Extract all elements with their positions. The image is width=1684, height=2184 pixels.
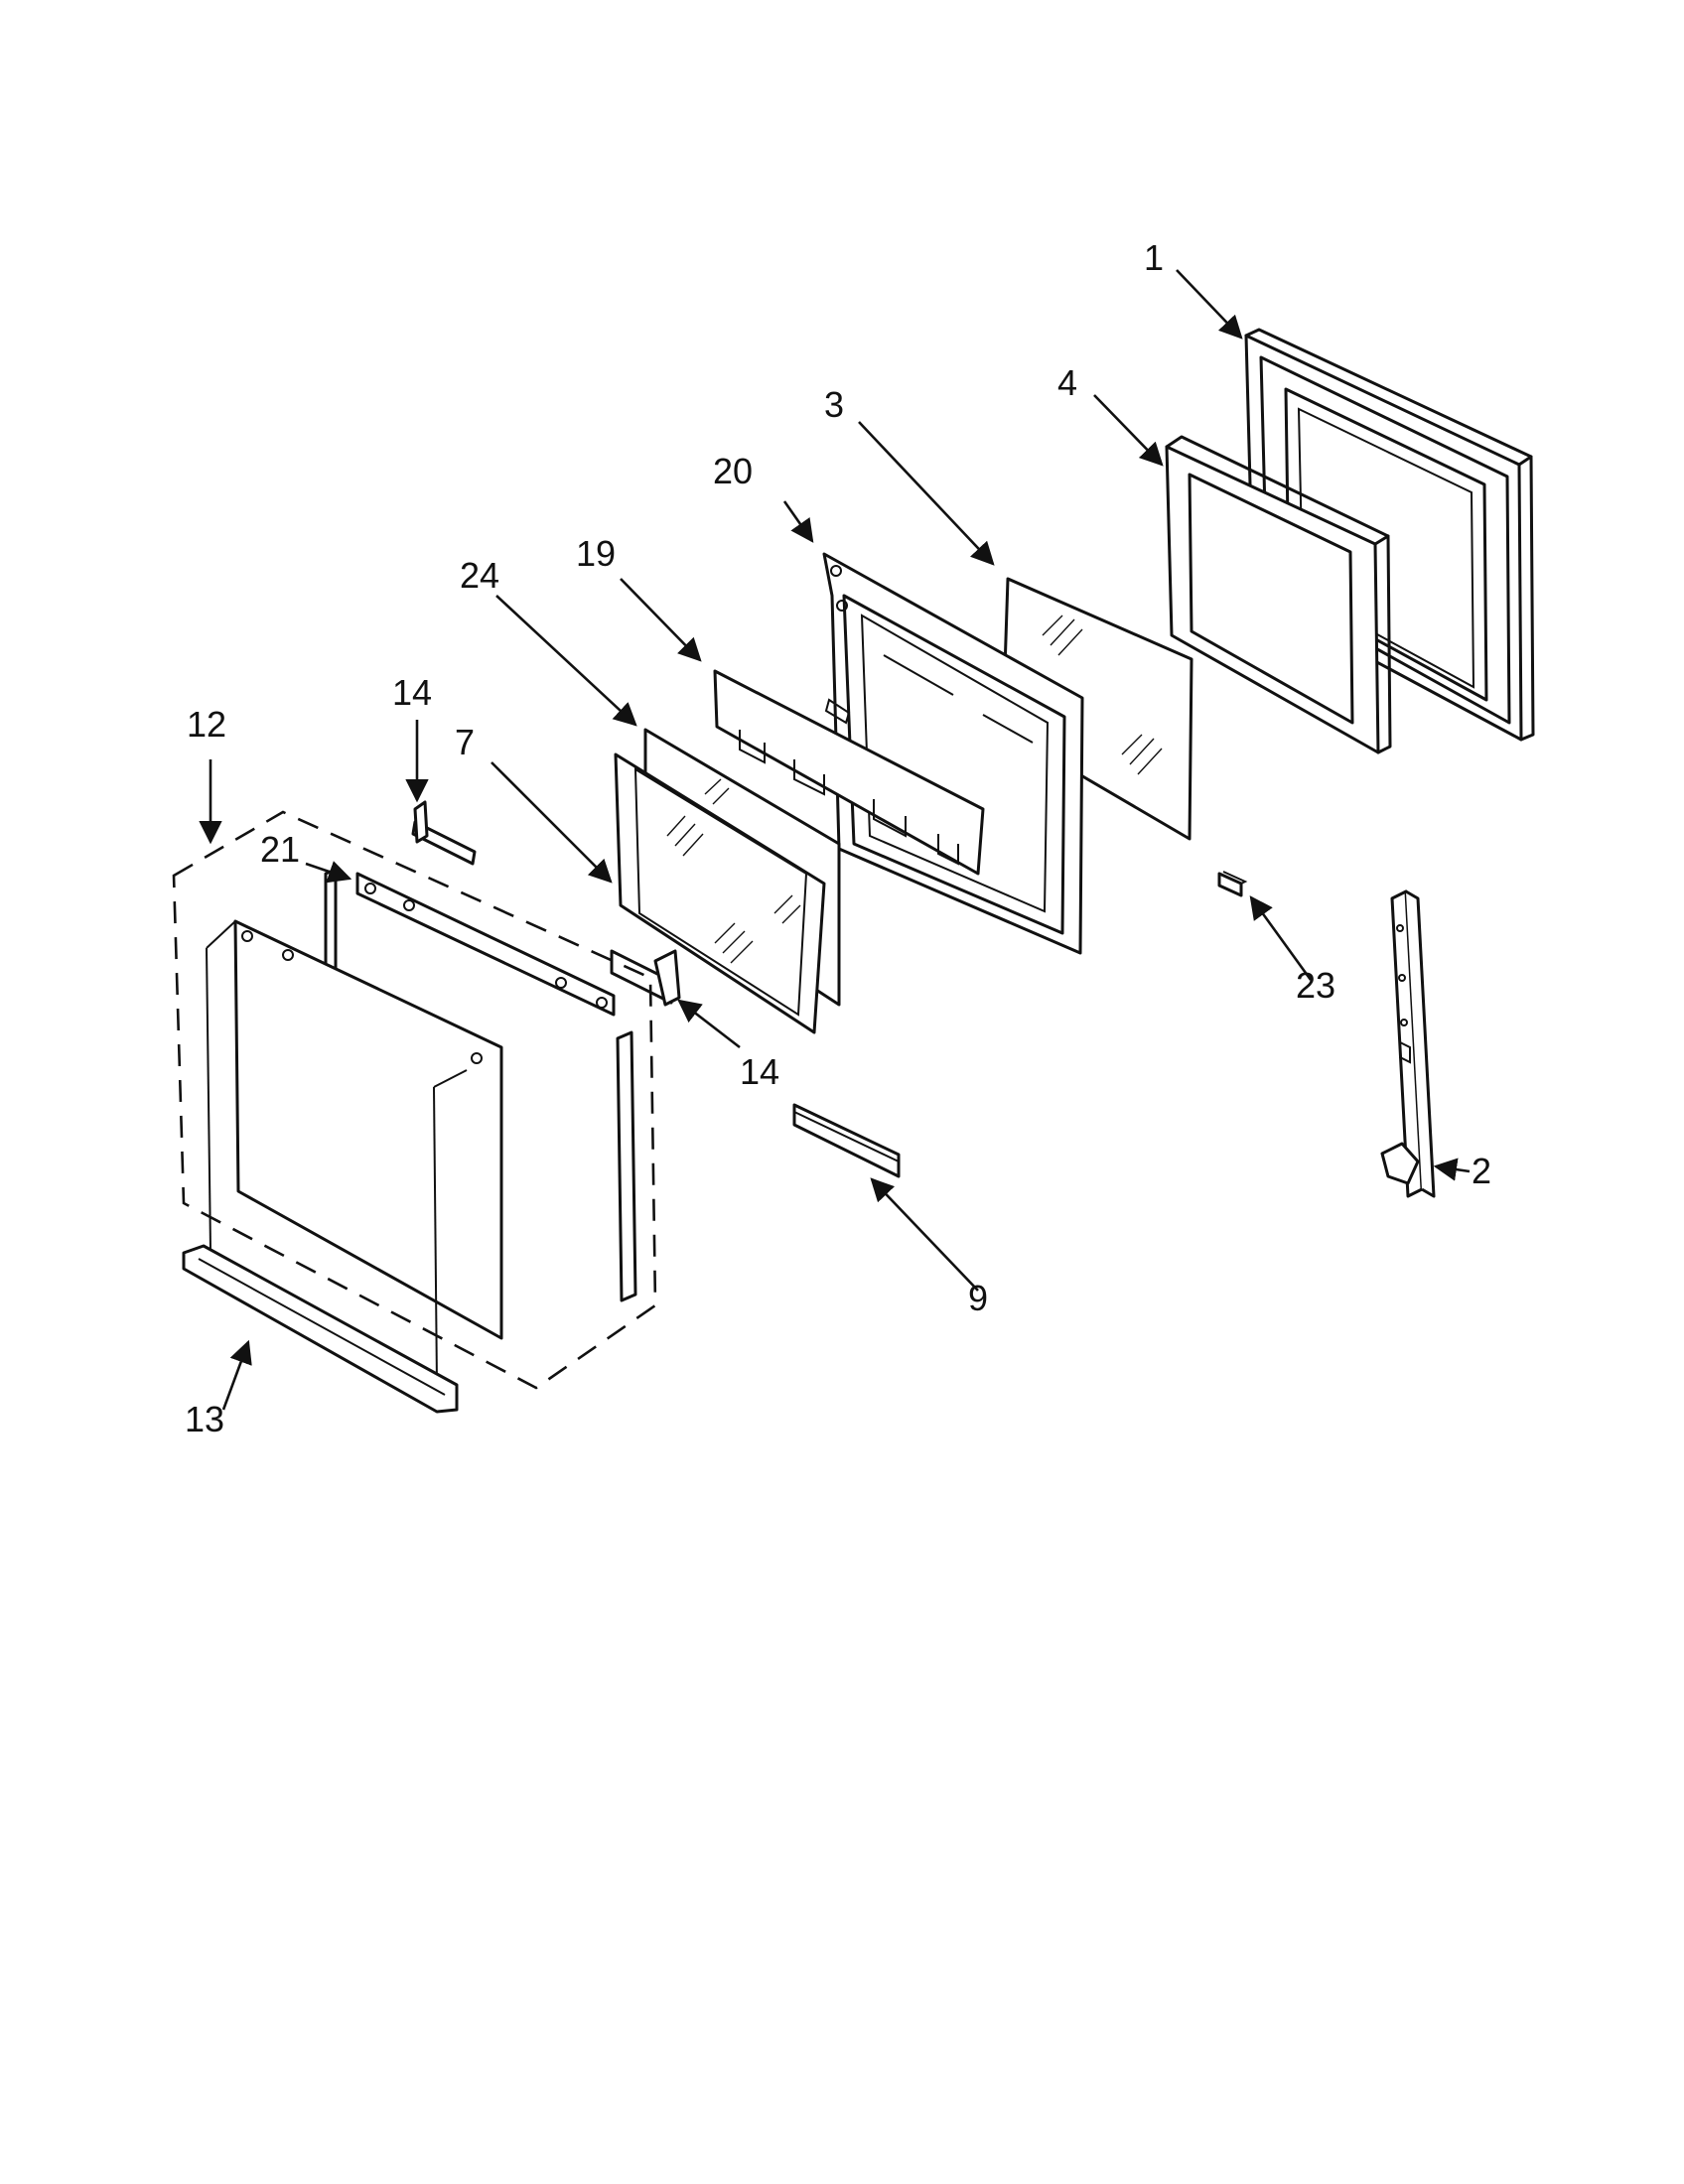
callout-23: 23 (1296, 965, 1335, 1006)
leader-lines (199, 269, 1471, 1411)
part-13-handle-trim (182, 1244, 459, 1414)
callout-24: 24 (460, 555, 499, 596)
callout-13: 13 (185, 1399, 224, 1439)
part-19-vent-baffle (713, 669, 985, 876)
part-23-small-clip (1217, 871, 1248, 897)
callout-9: 9 (968, 1278, 988, 1318)
part-7-inner-glass-panel (614, 752, 826, 1034)
part-2-door-hinge (1380, 889, 1436, 1198)
callout-labels: 1 4 3 20 19 24 7 14 12 21 14 23 9 2 13 (185, 237, 1491, 1439)
part-14-clip-lower (610, 949, 681, 1007)
part-21-top-trim-bar (355, 872, 616, 1017)
outer-glass-panel (206, 919, 503, 1386)
callout-12: 12 (187, 704, 226, 745)
part-12-door-glass-assembly (172, 810, 657, 1390)
callout-1: 1 (1144, 237, 1164, 278)
callout-14-upper: 14 (392, 672, 432, 713)
part-14-clip-upper (411, 800, 477, 866)
callout-20: 20 (713, 451, 753, 491)
callout-19: 19 (576, 533, 616, 574)
callout-21: 21 (260, 829, 300, 870)
side-strip-left (324, 868, 338, 975)
callout-14-lower: 14 (740, 1051, 779, 1092)
callout-4: 4 (1057, 362, 1077, 403)
part-4-door-frame (1165, 435, 1392, 754)
side-strip-right (616, 1030, 637, 1302)
callout-2: 2 (1472, 1151, 1491, 1191)
callout-7: 7 (455, 722, 475, 762)
callout-3: 3 (824, 384, 844, 425)
part-9-trim-strip (792, 1103, 901, 1178)
